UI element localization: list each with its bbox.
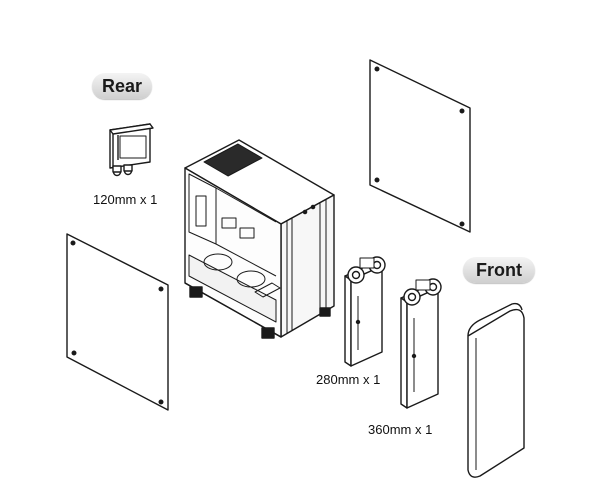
front-panel xyxy=(467,302,525,478)
radiator-360mm-icon xyxy=(400,278,442,409)
pc-case-chassis xyxy=(184,139,335,339)
right-side-panel xyxy=(369,59,471,233)
rear-label: Rear xyxy=(92,73,152,99)
radiator-360mm-caption: 360mm x 1 xyxy=(368,422,433,437)
radiator-120mm-icon xyxy=(109,123,154,177)
left-side-panel xyxy=(66,233,169,411)
radiator-120mm-caption: 120mm x 1 xyxy=(93,192,158,207)
front-label: Front xyxy=(463,257,535,283)
radiator-280mm-icon xyxy=(344,256,386,367)
radiator-280mm-caption: 280mm x 1 xyxy=(316,372,381,387)
